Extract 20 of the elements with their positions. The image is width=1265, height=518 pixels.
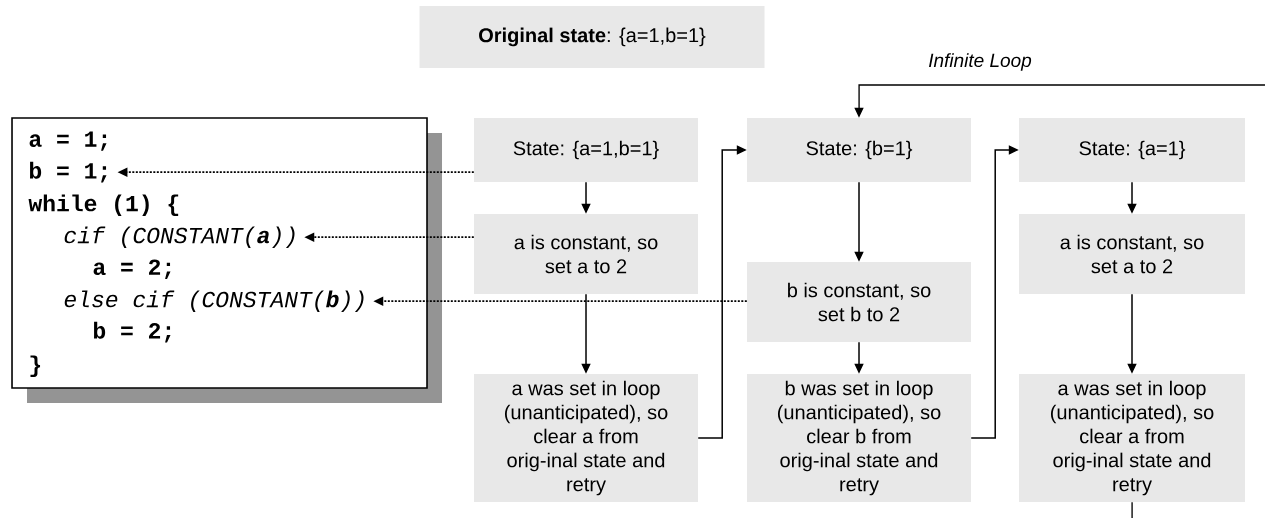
process-box: b was set in loop (unanticipated), so clear b from orig-inal state and retry: [747, 374, 971, 502]
process-box: State: {a=1,b=1}: [474, 118, 698, 182]
process-box: State: {a=1}: [1019, 118, 1245, 182]
code-line: while (1) {: [28, 194, 179, 216]
process-box: b is constant, so set b to 2: [747, 262, 971, 342]
code-line: a = 2;: [93, 259, 171, 279]
code-line: b = 2;: [94, 321, 171, 343]
code-line: b = 1;: [30, 161, 107, 183]
process-box: State: {b=1}: [747, 118, 971, 182]
state-box: Original state: {a=1,b=1}: [419, 6, 765, 68]
process-box: a was set in loop (unanticipated), so clear a from orig-inal state and retry: [474, 374, 698, 502]
code-line: a = 1;: [29, 131, 107, 151]
process-box: a is constant, so set a to 2: [1019, 214, 1245, 294]
code-box: [11, 117, 442, 403]
process-box: a was set in loop (unanticipated), so clear a from orig-inal state and retry: [1019, 374, 1245, 502]
code-line: }: [30, 355, 41, 377]
code-line: else cif (CONSTANT(b)): [64, 290, 364, 312]
process-box: a is constant, so set a to 2: [474, 214, 698, 294]
edge-label: Infinite Loop: [927, 52, 1033, 72]
code-line: cif (CONSTANT(a)): [64, 226, 295, 248]
